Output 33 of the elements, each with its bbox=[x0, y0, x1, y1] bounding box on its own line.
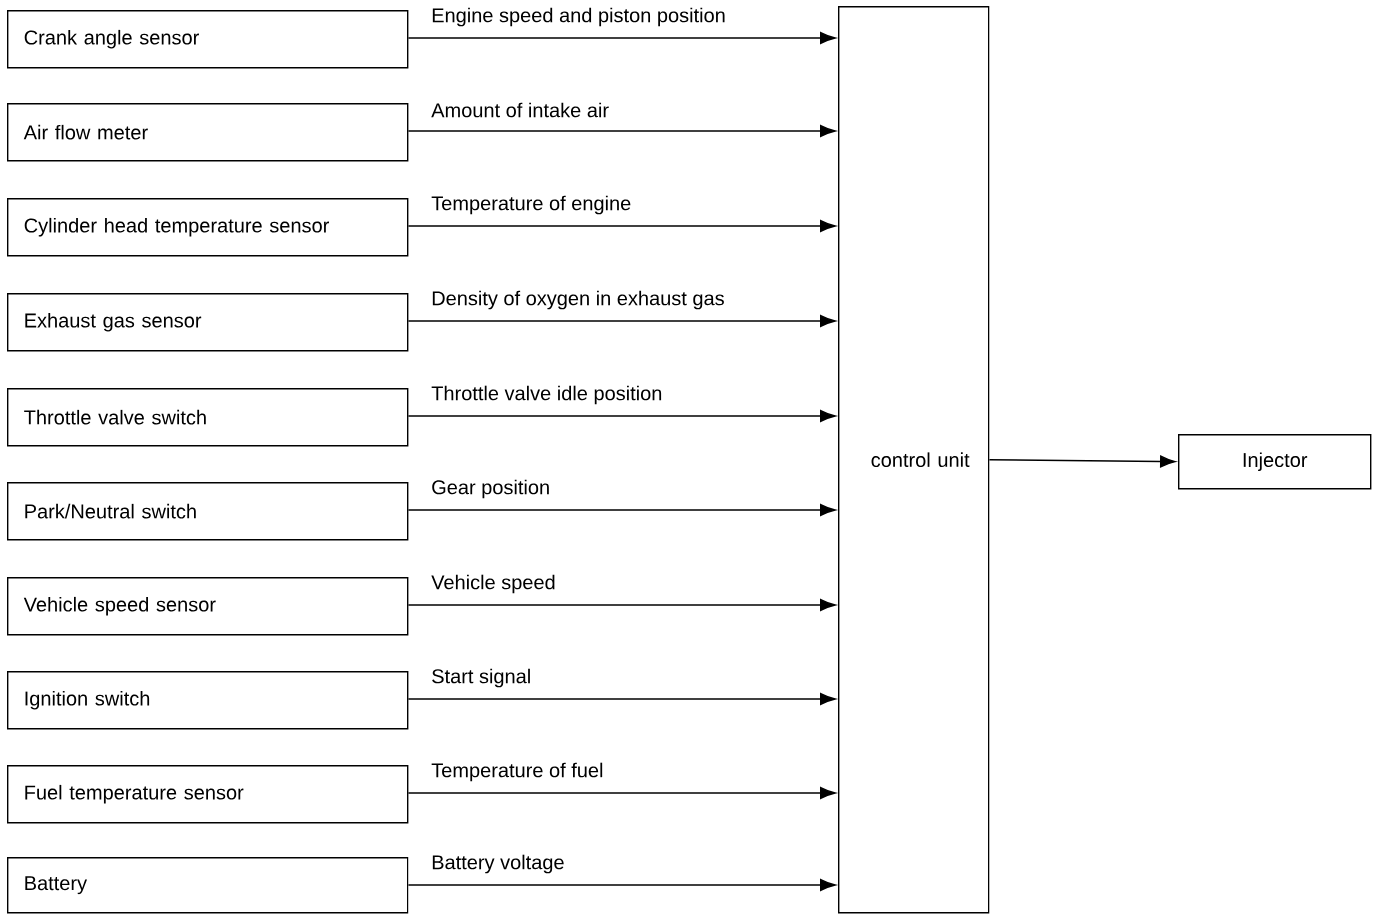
edge-label: Throttle valve idle position bbox=[431, 385, 662, 405]
edge-label: Density of oxygen in exhaust gas bbox=[432, 290, 724, 310]
sensor-box: Crank angle sensor bbox=[7, 10, 409, 69]
arrow bbox=[988, 455, 1176, 468]
output-box: Injector bbox=[1178, 434, 1372, 490]
sensor-box: Fuel temperature sensor bbox=[7, 765, 409, 824]
edge-label: Temperature of fuel bbox=[431, 762, 603, 782]
sensor-box: Ignition switch bbox=[7, 671, 409, 730]
control-unit-box: control unit bbox=[838, 6, 990, 914]
edge-label: Start signal bbox=[432, 668, 530, 688]
sensor-box: Vehicle speed sensor bbox=[7, 577, 409, 636]
arrow bbox=[407, 599, 836, 611]
sensor-box: Air flow meter bbox=[7, 103, 409, 162]
sensor-box: Cylinder head temperature sensor bbox=[7, 198, 409, 257]
sensor-box: Battery bbox=[7, 857, 409, 914]
arrow bbox=[407, 504, 836, 516]
arrow bbox=[407, 693, 836, 706]
edge-label: Amount of intake air bbox=[431, 102, 609, 118]
arrow bbox=[407, 315, 836, 327]
arrow bbox=[407, 787, 836, 799]
arrow bbox=[407, 879, 836, 891]
edge-label: Gear position bbox=[432, 479, 549, 499]
arrow bbox=[407, 220, 836, 232]
arrow bbox=[407, 125, 836, 137]
sensor-box: Throttle valve switch bbox=[7, 388, 409, 447]
sensor-box: Exhaust gas sensor bbox=[7, 293, 409, 352]
arrow bbox=[407, 410, 836, 422]
edge-label: Battery voltage bbox=[432, 854, 564, 874]
arrow bbox=[407, 32, 836, 44]
sensor-box: Park/Neutral switch bbox=[7, 482, 409, 541]
edge-label: Temperature of engine bbox=[431, 195, 631, 215]
edge-label: Engine speed and piston position bbox=[432, 7, 725, 27]
edge-label: Vehicle speed bbox=[431, 574, 555, 594]
